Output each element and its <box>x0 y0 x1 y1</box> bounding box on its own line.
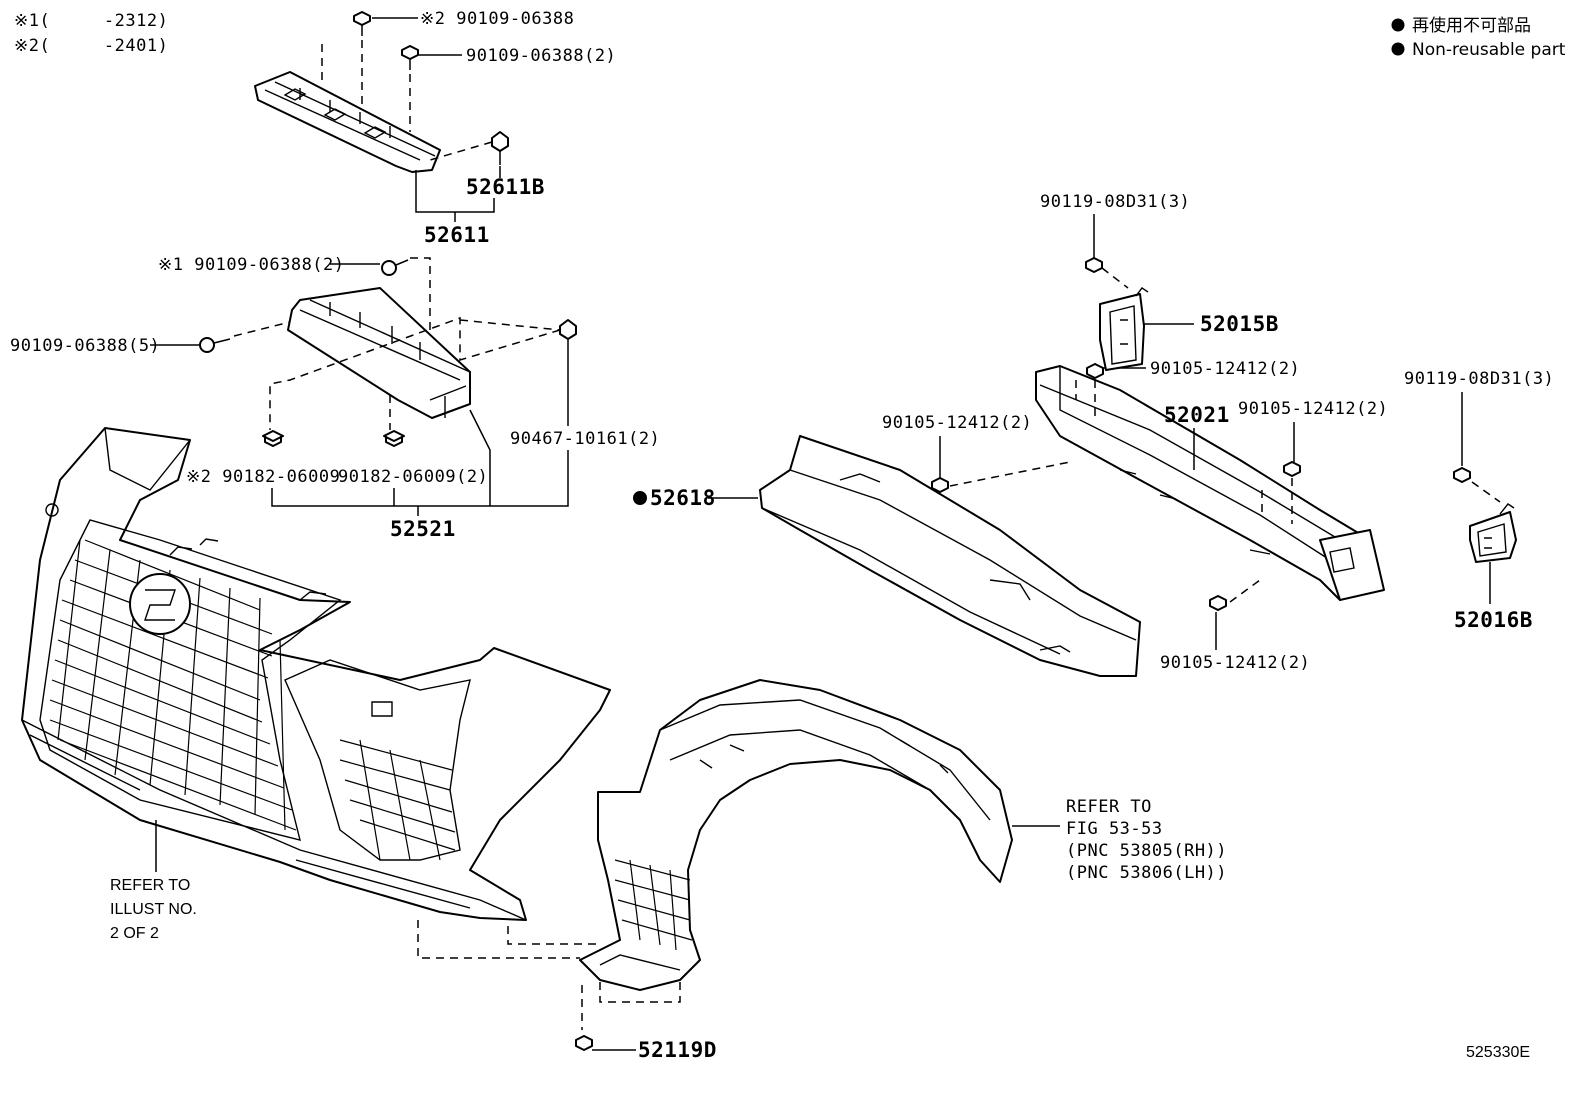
legend: 再使用不可部品 Non-reusable part <box>1391 15 1566 60</box>
part-52521-bracket <box>287 287 471 419</box>
fender-liner <box>579 679 1013 991</box>
bolt-icon <box>1283 461 1301 477</box>
bolt-icon <box>931 477 949 493</box>
label-90119-08D31-3-a: 90119-08D31(3) <box>1040 192 1190 212</box>
label-52521: 52521 <box>390 517 456 541</box>
clip-icon <box>559 319 577 340</box>
part-52618-absorber <box>759 435 1141 677</box>
bolt-icon <box>1453 467 1471 483</box>
screw-icon <box>401 45 419 70</box>
label-90182-06009-2: 90182-06009(2) <box>338 467 488 487</box>
svg-text:FIG 53-53: FIG 53-53 <box>1066 819 1163 839</box>
part-52016B-bracket <box>1469 503 1517 563</box>
label-90105-12412-2-b: 90105-12412(2) <box>882 413 1032 433</box>
svg-text:2 OF 2: 2 OF 2 <box>110 925 159 942</box>
screw-icon <box>381 259 409 276</box>
part-52611-bracket <box>254 71 441 173</box>
non-reusable-dot-icon <box>1391 42 1405 56</box>
label-2-90182-06009: ※2 90182-06009 <box>186 467 340 487</box>
label-52611: 52611 <box>424 223 490 247</box>
label-2-90109-06388: ※2 90109-06388 <box>420 9 574 29</box>
bumper-cover <box>21 427 611 921</box>
label-52016B: 52016B <box>1454 608 1533 632</box>
nut-icon <box>262 430 284 447</box>
screw-icon <box>199 337 231 353</box>
bolt-icon <box>1209 595 1227 611</box>
svg-text:(PNC 53806(LH)): (PNC 53806(LH)) <box>1066 863 1227 883</box>
part-52015B-bracket <box>1099 287 1149 371</box>
bolt-icon <box>1086 363 1104 379</box>
svg-text:REFER TO: REFER TO <box>1066 797 1152 817</box>
legend-non-reusable-en: Non-reusable part <box>1412 40 1566 60</box>
label-52021: 52021 <box>1164 403 1230 427</box>
svg-text:(PNC 53805(RH)): (PNC 53805(RH)) <box>1066 841 1227 861</box>
label-90105-12412-2-a: 90105-12412(2) <box>1150 359 1300 379</box>
nut-icon <box>383 430 405 447</box>
label-90105-12412-2-d: 90105-12412(2) <box>1160 653 1310 673</box>
note-2: ※2( -2401) <box>14 36 168 56</box>
non-reusable-dot-icon <box>1391 18 1405 32</box>
label-52618: 52618 <box>650 486 716 510</box>
label-52015B: 52015B <box>1200 312 1279 336</box>
svg-text:ILLUST NO.: ILLUST NO. <box>110 901 197 918</box>
screw-icon <box>353 11 371 36</box>
note-1: ※1( -2312) <box>14 11 168 31</box>
diagram-id: 525330E <box>1466 1044 1530 1061</box>
label-90109-06388-5: 90109-06388(5) <box>10 336 160 356</box>
screw-icon <box>575 1035 636 1051</box>
clip-icon <box>491 131 509 165</box>
label-90119-08D31-3-b: 90119-08D31(3) <box>1404 369 1554 389</box>
legend-non-reusable-jp: 再使用不可部品 <box>1412 15 1531 36</box>
label-1-90109-06388-2: ※1 90109-06388(2) <box>158 255 345 275</box>
non-reusable-dot-icon <box>633 491 647 505</box>
label-90467-10161-2: 90467-10161(2) <box>510 429 660 449</box>
svg-text:REFER TO: REFER TO <box>110 877 190 894</box>
bolt-icon <box>1085 257 1103 273</box>
label-90105-12412-2-c: 90105-12412(2) <box>1238 399 1388 419</box>
refer-left-note: REFER TO ILLUST NO. 2 OF 2 <box>110 877 197 942</box>
label-90109-06388-2: 90109-06388(2) <box>466 46 616 66</box>
label-52119D: 52119D <box>638 1038 717 1062</box>
part-52021-reinforcement <box>1035 365 1385 601</box>
refer-right-note: REFER TO FIG 53-53 (PNC 53805(RH)) (PNC … <box>1066 797 1227 883</box>
label-52611B: 52611B <box>466 175 545 199</box>
